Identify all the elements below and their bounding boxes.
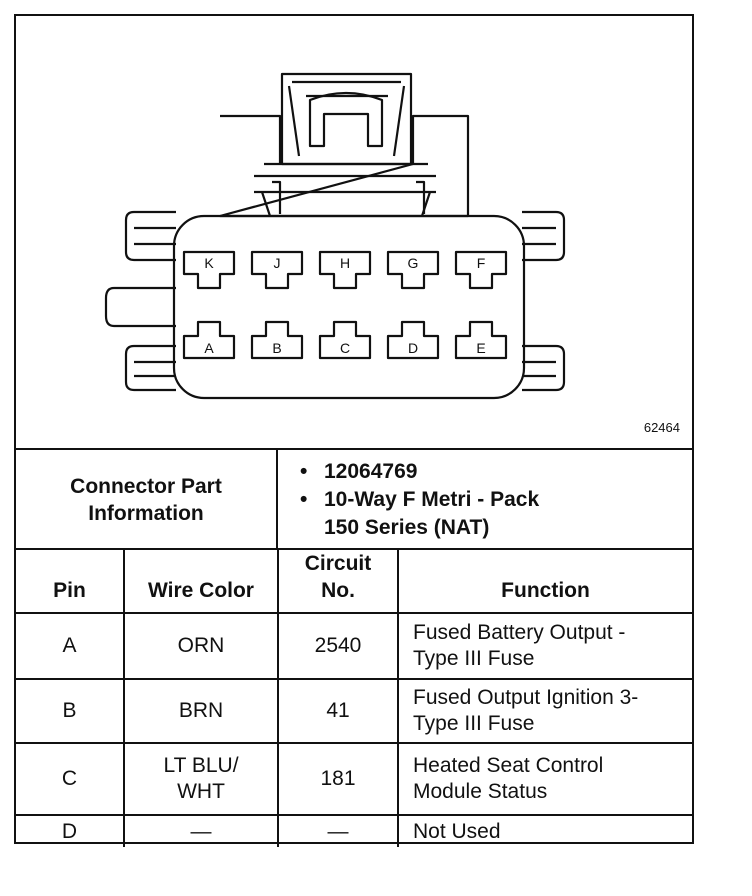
table-row: B BRN 41 Fused Output Ignition 3- Type I… (16, 678, 692, 743)
wire-color-cell: BRN (124, 678, 279, 743)
table-row: C LT BLU/ WHT 181 Heated Seat Control Mo… (16, 742, 692, 815)
part-description-line: • 10-Way F Metri - Pack (300, 486, 692, 514)
pin-label-a: A (204, 340, 214, 356)
pin-cavity-a (182, 320, 236, 360)
pin-cavity-h (318, 250, 372, 290)
pin-cavity-k (182, 250, 236, 290)
pin-label-g: G (408, 255, 419, 271)
part-info-details: • 12064769 • 10-Way F Metri - Pack 150 S… (278, 450, 692, 550)
header-wire-color: Wire Color (124, 548, 279, 613)
diagram-frame: K J H G F A B C D E 62464 Connector Part… (14, 14, 694, 847)
function-cell: Fused Output Ignition 3- Type III Fuse (398, 678, 692, 743)
part-info-label-line2: Information (88, 502, 204, 525)
pin-label-c: C (340, 340, 350, 356)
circuit-cell: 2540 (278, 612, 399, 679)
pin-cavity-b (250, 320, 304, 360)
pin-cell: A (16, 612, 125, 679)
connector-side-ribs (124, 210, 176, 262)
pin-cell: D (16, 814, 125, 847)
pin-cavity-f (454, 250, 508, 290)
connector-latch (280, 72, 413, 166)
pin-cell: C (16, 742, 125, 815)
pin-label-d: D (408, 340, 418, 356)
pin-label-e: E (476, 340, 485, 356)
wire-color-cell: — (124, 814, 279, 847)
pin-cavity-g (386, 250, 440, 290)
table-row: A ORN 2540 Fused Battery Output - Type I… (16, 612, 692, 679)
table-row: D — — Not Used (16, 814, 692, 847)
pin-cavity-d (386, 320, 440, 360)
part-description-2: 150 Series (NAT) (324, 516, 490, 539)
connector-diagram: K J H G F A B C D E (104, 72, 566, 400)
pin-cavity-e (454, 320, 508, 360)
bullet-icon: • (300, 488, 308, 511)
part-info-label-line1: Connector Part (70, 475, 222, 498)
part-number: 12064769 (324, 460, 418, 483)
connector-housing-top (218, 114, 470, 218)
header-function: Function (398, 548, 692, 613)
function-cell: Not Used (398, 814, 692, 847)
pin-label-j: J (274, 255, 281, 271)
wire-color-cell: ORN (124, 612, 279, 679)
pin-cell: B (16, 678, 125, 743)
pinout-header-row: Pin Wire Color Circuit No. Function (16, 548, 692, 613)
pin-label-h: H (340, 255, 350, 271)
pin-label-b: B (272, 340, 281, 356)
pin-label-k: K (204, 255, 214, 271)
pinout-table: Pin Wire Color Circuit No. Function A OR… (16, 548, 692, 847)
figure-number: 62464 (643, 420, 680, 435)
part-description-1: 10-Way F Metri - Pack (324, 488, 540, 511)
part-info-label: Connector Part Information (16, 450, 278, 550)
part-number-line: • 12064769 (300, 458, 692, 486)
circuit-cell: — (278, 814, 399, 847)
connector-part-info: Connector Part Information • 12064769 • … (16, 448, 692, 550)
wire-color-cell: LT BLU/ WHT (124, 742, 279, 815)
function-cell: Heated Seat Control Module Status (398, 742, 692, 815)
pin-label-f: F (477, 255, 486, 271)
function-cell: Fused Battery Output - Type III Fuse (398, 612, 692, 679)
pin-cavity-j (250, 250, 304, 290)
pin-cavity-c (318, 320, 372, 360)
circuit-cell: 41 (278, 678, 399, 743)
header-circuit: Circuit No. (278, 548, 399, 613)
header-pin: Pin (16, 548, 125, 613)
connector-face (172, 214, 526, 400)
bullet-icon: • (300, 460, 308, 483)
circuit-cell: 181 (278, 742, 399, 815)
